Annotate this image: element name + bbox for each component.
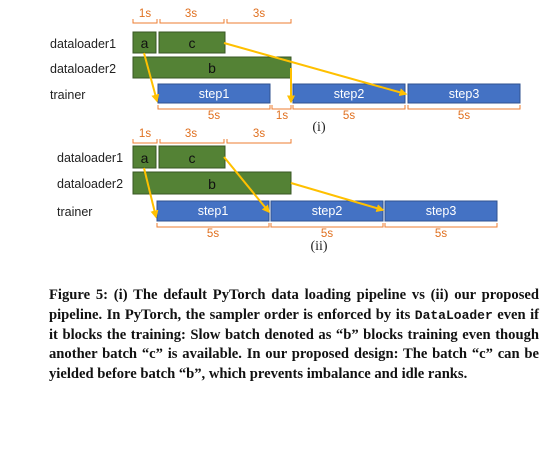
batch-b-label: b [208, 176, 216, 192]
top-time-label: 3s [253, 128, 265, 140]
top-time-label: 3s [185, 128, 197, 140]
bottom-time-brackets [156, 223, 498, 228]
top-time-label: 1s [139, 128, 151, 140]
caption-text: Figure 5: (i) The default PyTorch data l… [49, 287, 539, 323]
step-box [157, 83, 271, 104]
batch-a-label: a [141, 35, 149, 51]
top-time-label: 3s [185, 8, 197, 20]
panel-label: (i) [312, 120, 326, 135]
bottom-time-label: 1s [276, 110, 288, 122]
batch-a-label: a [141, 150, 149, 166]
panel-ii: 1s 3s 3s dataloader1 dataloader2 trainer… [57, 128, 498, 254]
bottom-time-label: 5s [207, 228, 219, 240]
step-box [384, 200, 498, 222]
step-label: step3 [449, 87, 480, 101]
caption-code: DataLoader [414, 307, 493, 323]
caption-text: even if it blocks the training: Slow bat… [49, 306, 539, 383]
bottom-time-brackets [157, 105, 521, 110]
step-label: step2 [334, 87, 365, 101]
flow-arrows [143, 156, 385, 219]
step-label: step1 [198, 204, 229, 218]
batch-b-box [132, 56, 292, 79]
top-time-brackets [132, 19, 292, 24]
top-time-label: 1s [139, 8, 151, 20]
panel-label: (ii) [310, 239, 327, 254]
panel-i: 1s 3s 3s dataloader1 dataloader2 trainer… [50, 8, 521, 135]
batch-b-label: b [208, 60, 216, 76]
bottom-time-label: 5s [343, 110, 355, 122]
row-label-trainer: trainer [50, 88, 85, 102]
step-label: step1 [199, 87, 230, 101]
top-time-label: 3s [253, 8, 265, 20]
pipeline-diagram: 1s 3s 3s dataloader1 dataloader2 trainer… [50, 8, 521, 254]
step-label: step2 [312, 204, 343, 218]
flow-arrows [143, 42, 408, 104]
bottom-time-label: 5s [458, 110, 470, 122]
bottom-time-label: 5s [435, 228, 447, 240]
row-label-dataloader2: dataloader2 [57, 177, 123, 191]
step-box [407, 83, 521, 104]
bottom-time-label: 5s [321, 228, 333, 240]
figure-caption: Figure 5: (i) The default PyTorch data l… [49, 286, 539, 385]
batch-c-label: c [189, 35, 196, 51]
batch-c-label: c [189, 150, 196, 166]
row-label-dataloader1: dataloader1 [50, 37, 116, 51]
top-time-brackets [132, 139, 292, 144]
row-label-dataloader2: dataloader2 [50, 62, 116, 76]
row-label-dataloader1: dataloader1 [57, 151, 123, 165]
step-label: step3 [426, 204, 457, 218]
bottom-time-label: 5s [208, 110, 220, 122]
row-label-trainer: trainer [57, 205, 92, 219]
